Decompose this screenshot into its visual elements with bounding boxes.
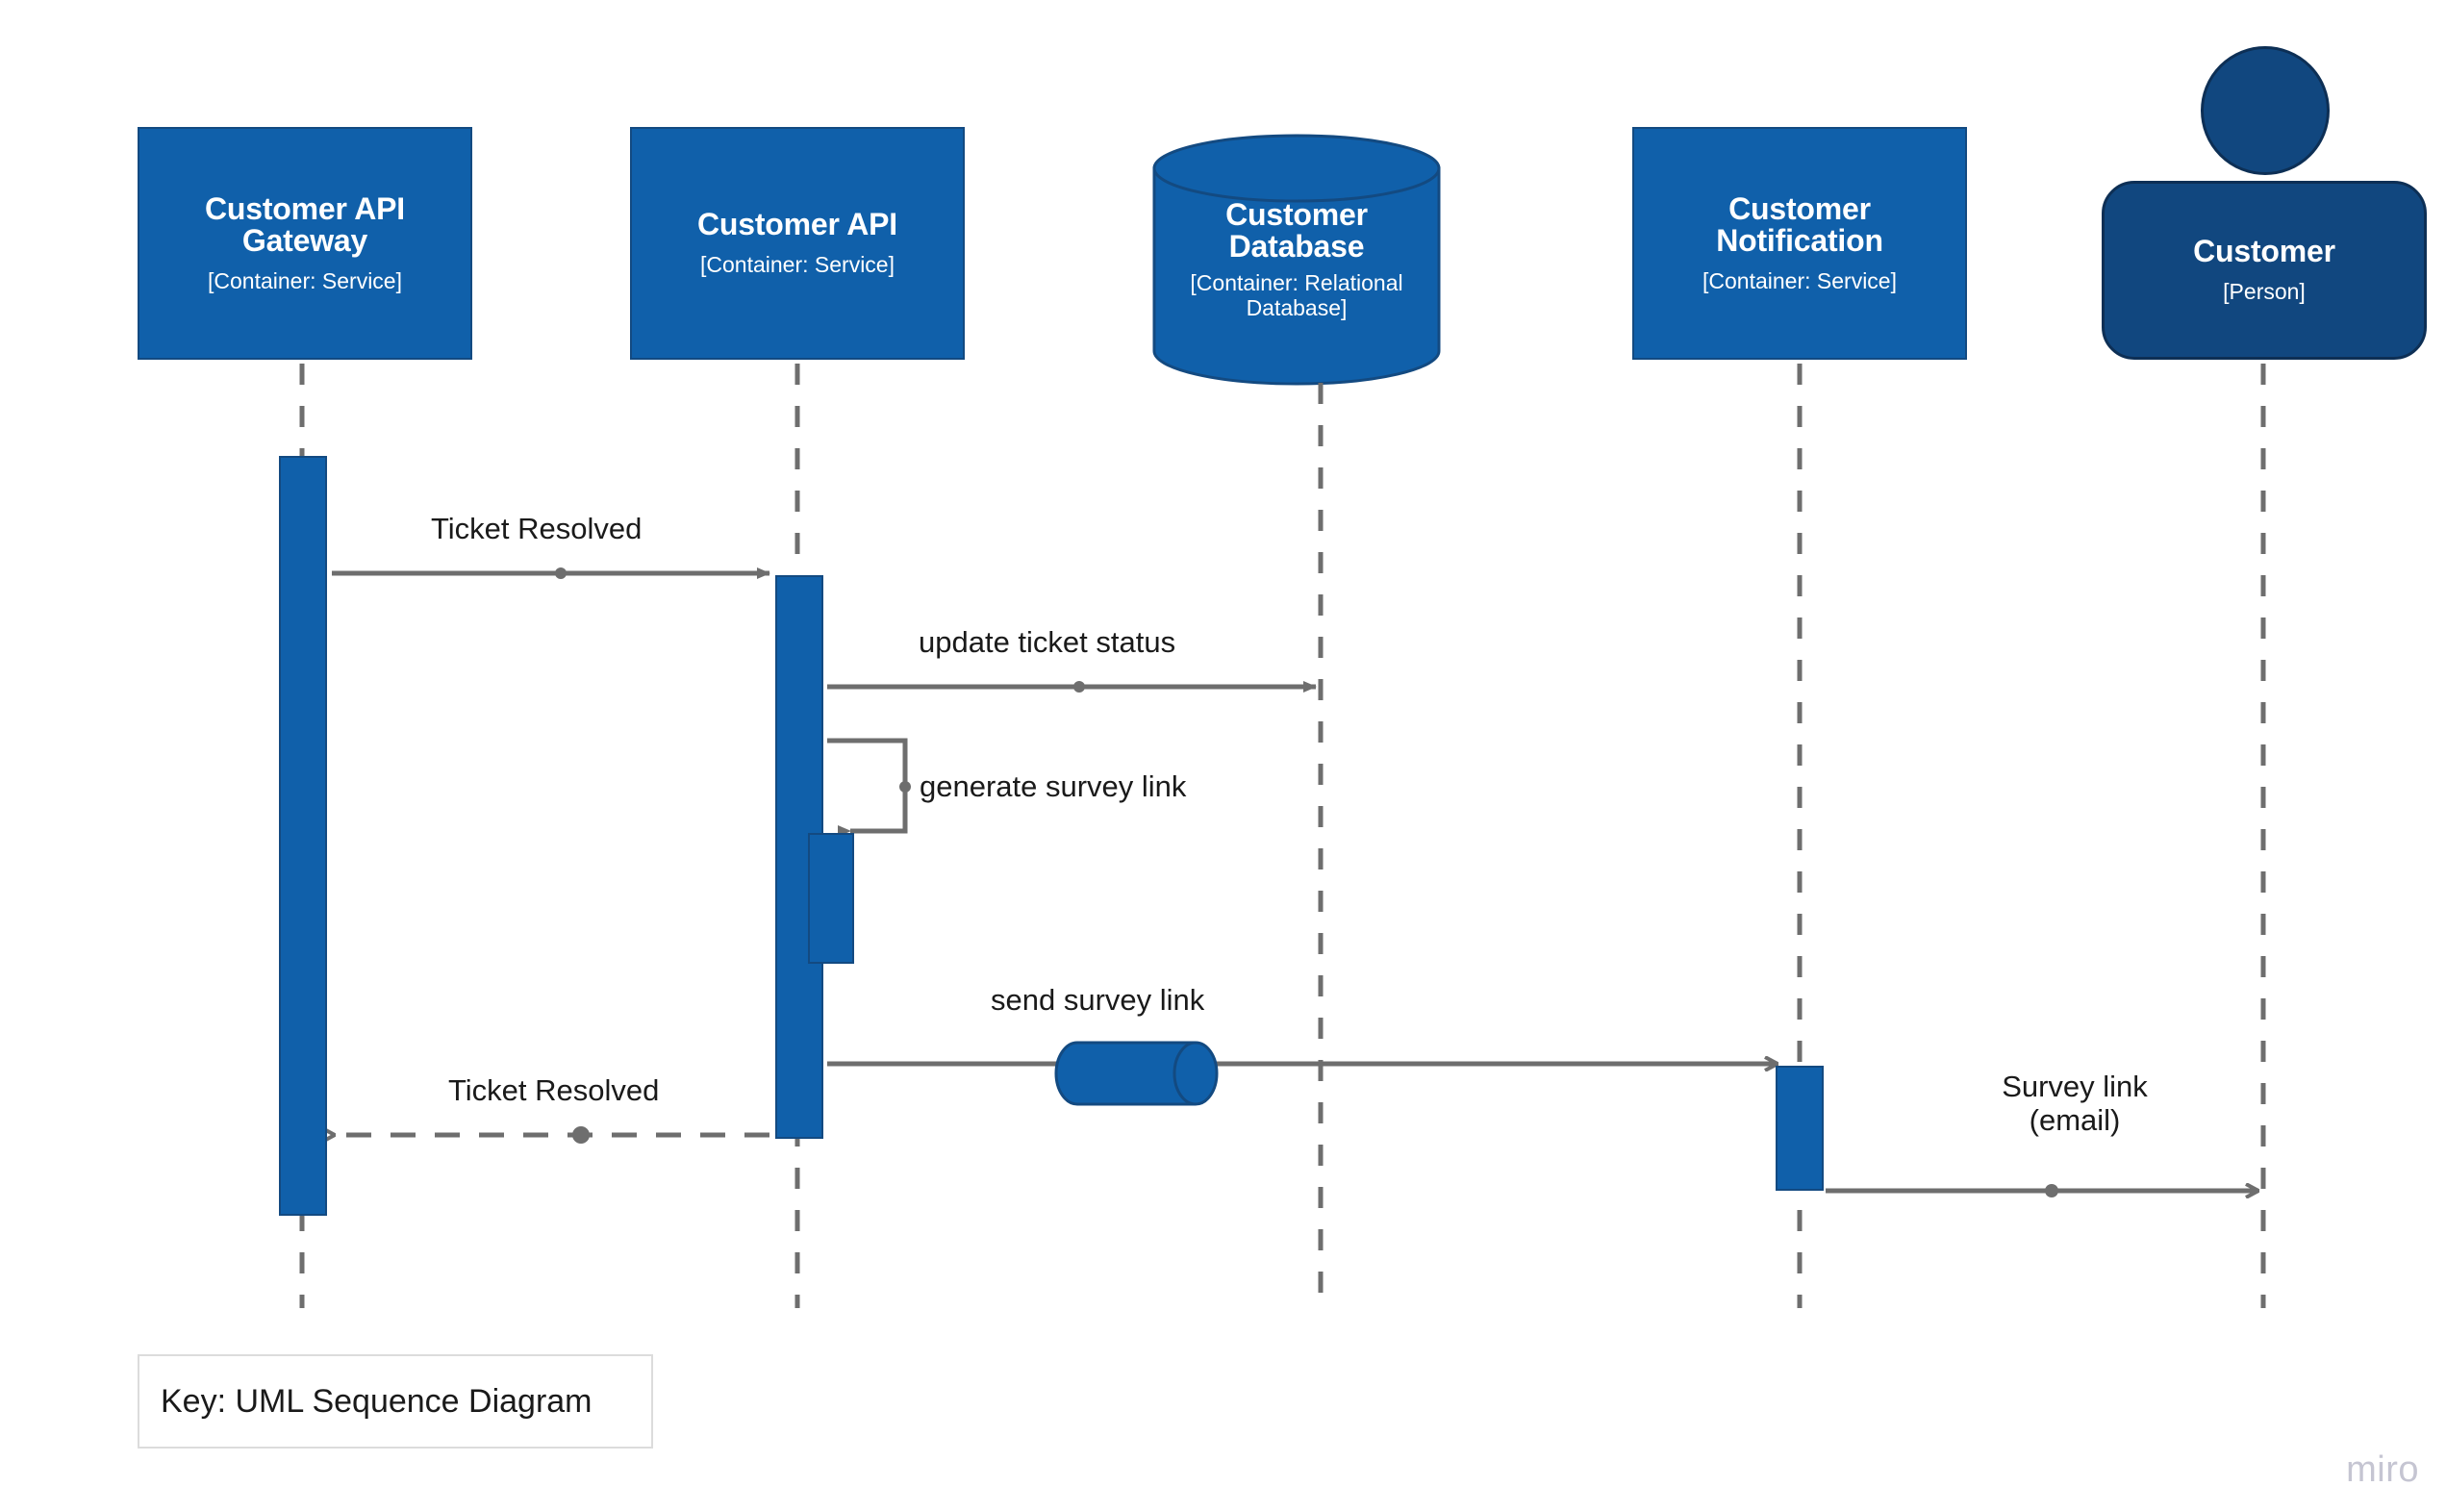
- activation-customer-notification[interactable]: [1776, 1066, 1824, 1191]
- message-label-send-survey-link: send survey link: [991, 983, 1205, 1017]
- participant-subtitle: [Person]: [2223, 278, 2306, 304]
- participant-api-gateway[interactable]: Customer API Gateway [Container: Service…: [138, 127, 472, 360]
- participant-customer-api[interactable]: Customer API [Container: Service]: [630, 127, 965, 360]
- participant-subtitle: [Container: Service]: [700, 251, 895, 277]
- message-label-update-ticket-status: update ticket status: [919, 625, 1176, 659]
- message-line-ticket-resolved-1: [332, 567, 770, 579]
- message-label-ticket-resolved-2: Ticket Resolved: [448, 1073, 660, 1107]
- participant-customer-database[interactable]: Customer Database [Container: Relational…: [1154, 164, 1439, 356]
- message-line-ticket-resolved-2: [335, 1126, 769, 1144]
- participant-title: Customer API Gateway: [204, 190, 405, 259]
- participant-customer-notification[interactable]: Customer Notification [Container: Servic…: [1632, 127, 1967, 360]
- person-head-icon: [2201, 46, 2330, 175]
- message-line-send-survey-link: [827, 1041, 1778, 1106]
- participant-title: Customer Notification: [1716, 190, 1883, 259]
- send-survey-link-cylinder-icon: [1054, 1041, 1219, 1106]
- message-label-survey-link-email: Survey link (email): [2002, 1070, 2148, 1138]
- message-label-ticket-resolved-1: Ticket Resolved: [431, 512, 643, 545]
- key-legend-box: Key: UML Sequence Diagram: [138, 1354, 653, 1449]
- message-line-survey-link-email: [1826, 1184, 2258, 1197]
- person-body: Customer [Person]: [2102, 181, 2427, 360]
- message-line-generate-survey-link: [827, 738, 911, 837]
- activation-api-gateway[interactable]: [279, 456, 327, 1216]
- message-line-update-ticket-status: [827, 681, 1317, 693]
- participant-subtitle: [Container: Service]: [1702, 267, 1897, 293]
- participant-title: Customer: [2193, 234, 2335, 269]
- participant-shape-customer-database: [1152, 134, 1441, 386]
- message-label-generate-survey-link: generate survey link: [920, 769, 1187, 803]
- participant-customer[interactable]: Customer [Person]: [2102, 46, 2427, 360]
- participant-title: Customer Database: [1225, 196, 1368, 265]
- participant-title: Customer API: [696, 207, 897, 242]
- miro-watermark: miro: [2346, 1449, 2419, 1490]
- participant-subtitle: [Container: Service]: [208, 267, 402, 293]
- activation-customer-api-nested[interactable]: [808, 833, 854, 964]
- key-legend-label: Key: UML Sequence Diagram: [161, 1382, 593, 1420]
- participant-subtitle: [Container: Relational Database]: [1190, 269, 1403, 320]
